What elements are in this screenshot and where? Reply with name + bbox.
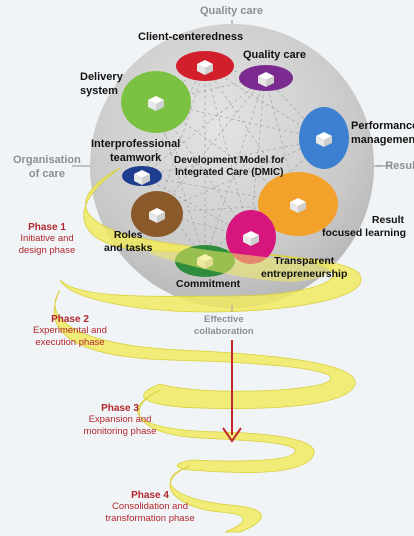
spiral-ribbon bbox=[53, 167, 362, 533]
phase-1-line1: Initiative and bbox=[20, 233, 74, 244]
label-interprof-line1: Interprofessional bbox=[91, 138, 181, 150]
spiral-front-band bbox=[150, 240, 333, 282]
label-result-line2: focused learning bbox=[322, 227, 407, 239]
segment-result-focused-learning bbox=[258, 172, 338, 236]
phase-2-line2: execution phase bbox=[35, 337, 105, 348]
phase-2: Phase 2 Experimental and execution phase bbox=[28, 314, 112, 349]
segment-client-centeredness bbox=[176, 51, 234, 81]
axis-right-label: – Result bbox=[376, 160, 414, 172]
label-performance-line2: management bbox=[351, 134, 414, 146]
label-result-line1: Result bbox=[371, 214, 404, 226]
phase-3-line1: Expansion and bbox=[88, 414, 152, 425]
label-roles-and-tasks: Roles and tasks bbox=[104, 229, 152, 255]
label-delivery-line1: Delivery bbox=[80, 71, 123, 83]
center-title: Development Model for Integrated Care (D… bbox=[174, 155, 285, 179]
phase-3: Phase 3 Expansion and monitoring phase bbox=[80, 403, 160, 438]
segment-transparent-entrepreneurship bbox=[226, 210, 276, 264]
axis-top-label: Quality care bbox=[200, 5, 263, 17]
segment-performance-management bbox=[299, 107, 349, 169]
segment-interprofessional-teamwork bbox=[122, 166, 162, 186]
axis-left-line1: Organisation bbox=[13, 154, 81, 166]
axis-bottom-line1: Effective bbox=[204, 314, 244, 325]
progress-arrow-head bbox=[222, 427, 242, 443]
label-transparent-line2: entrepreneurship bbox=[261, 268, 348, 280]
axis-left-line2: of care bbox=[28, 168, 65, 180]
label-interprof-line2: teamwork bbox=[109, 152, 162, 164]
phase-4-line2: transformation phase bbox=[105, 513, 195, 524]
phase-4-line1: Consolidation and bbox=[111, 501, 189, 512]
label-quality-care: Quality care bbox=[243, 49, 306, 61]
phase-1-title: Phase 1 bbox=[28, 222, 66, 233]
label-client-centeredness: Client-centeredness bbox=[138, 31, 244, 43]
label-roles-line1: Roles bbox=[113, 229, 143, 241]
label-roles-line2: and tasks bbox=[104, 242, 153, 254]
label-commitment: Commitment bbox=[176, 278, 241, 290]
phase-3-title: Phase 3 bbox=[101, 403, 139, 414]
axis-left-label: Organisation of care bbox=[13, 153, 81, 181]
phase-1: Phase 1 Initiative and design phase bbox=[10, 222, 84, 257]
label-performance-management: Performance management bbox=[351, 119, 414, 147]
phase-1-line2: design phase bbox=[18, 245, 76, 256]
phase-4-title: Phase 4 bbox=[131, 490, 169, 501]
phase-3-line2: monitoring phase bbox=[83, 426, 157, 437]
center-title-line1: Development Model for bbox=[174, 155, 285, 166]
phase-2-title: Phase 2 bbox=[51, 314, 89, 325]
label-delivery-system: Delivery system bbox=[80, 70, 123, 98]
label-performance-line1: Performance bbox=[351, 120, 414, 132]
axis-bottom-line2: collaboration bbox=[194, 326, 254, 337]
axis-right-text: Result bbox=[385, 160, 414, 172]
center-title-line2: Integrated Care (DMIC) bbox=[175, 167, 284, 178]
segment-quality-care bbox=[239, 65, 293, 91]
label-transparent-entrepreneurship: Transparent entrepreneurship bbox=[261, 255, 347, 281]
phase-4: Phase 4 Consolidation and transformation… bbox=[90, 490, 210, 525]
label-transparent-line1: Transparent bbox=[274, 255, 335, 267]
phase-2-line1: Experimental and bbox=[33, 325, 107, 336]
label-interprofessional-teamwork: Interprofessional teamwork bbox=[91, 137, 180, 165]
label-delivery-line2: system bbox=[80, 85, 118, 97]
axis-bottom-label: Effective collaboration bbox=[194, 314, 254, 338]
label-result-focused-learning: Result focused learning bbox=[322, 214, 407, 240]
segment-roles-and-tasks bbox=[131, 191, 183, 237]
segment-delivery-system bbox=[121, 71, 191, 133]
